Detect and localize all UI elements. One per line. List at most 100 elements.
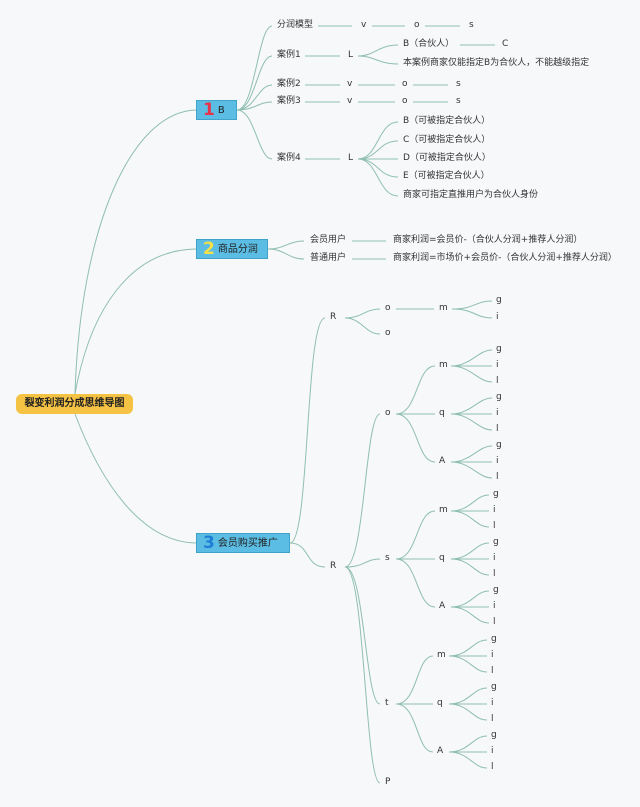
link-r2-sub-leaf	[448, 655, 488, 673]
link-case1-B	[357, 44, 399, 57]
member-user-label[interactable]: 会员用户	[310, 235, 347, 245]
r2-leaf: i	[496, 408, 499, 418]
case4-item: 商家可指定直推用户为合伙人身份	[403, 190, 539, 200]
case4-item: B（可被指定合伙人）	[403, 116, 491, 126]
branch-3-number: 3	[203, 533, 215, 553]
link-b3-r2	[289, 542, 326, 568]
r1-g-leaf: g	[496, 295, 502, 305]
r2-sub-node: q	[439, 408, 445, 418]
r1-i-leaf: i	[496, 312, 499, 322]
case4-label[interactable]: 案例4	[277, 153, 301, 163]
case3-label[interactable]: 案例3	[277, 96, 301, 106]
link-r2-sub-leaf	[450, 606, 490, 624]
r2-leaf: i	[493, 601, 496, 611]
r2-node[interactable]: R	[330, 561, 337, 571]
link-r2-sub-leaf	[450, 494, 490, 512]
link-r1-o2	[344, 317, 381, 335]
r2-sub-node: A	[439, 601, 446, 611]
link-r2-sub-leaf	[450, 349, 493, 367]
r2-sub-node: A	[439, 456, 446, 466]
r2-leaf: i	[491, 746, 494, 756]
link-r2-group-sub	[395, 558, 436, 608]
r2-leaf: l	[493, 569, 496, 579]
link-b2-normal	[267, 248, 305, 260]
r2-leaf: g	[493, 489, 499, 499]
r1-o2-node: o	[385, 328, 391, 338]
link-case4-2	[357, 140, 399, 160]
case1-B: B（合伙人）	[403, 39, 455, 49]
normal-user-label[interactable]: 普通用户	[310, 253, 347, 263]
r2-sub-node: m	[439, 360, 448, 370]
r2-sub-node: q	[439, 553, 445, 563]
model-s: s	[469, 20, 474, 30]
link-r2-sub-leaf	[450, 461, 493, 479]
link-r2-sub-leaf	[450, 590, 490, 608]
r2-leaf: l	[496, 472, 499, 482]
case4-L: L	[348, 153, 354, 163]
r2-leaf: g	[496, 344, 502, 354]
link-r2-sub-leaf	[450, 542, 490, 560]
r1-o-node: o	[385, 303, 391, 313]
link-r2-p	[344, 566, 381, 784]
r1-node[interactable]: R	[330, 312, 337, 322]
link-root-b2	[74, 248, 197, 395]
r2-leaf: i	[493, 553, 496, 563]
r2-leaf: g	[491, 682, 497, 692]
link-r2-sub-leaf	[450, 397, 493, 415]
case1-label[interactable]: 案例1	[277, 50, 301, 60]
root-node[interactable]: 裂变利润分成思维导图	[16, 394, 133, 414]
r2-leaf: g	[491, 634, 497, 644]
link-r2-group-sub	[395, 703, 434, 753]
member-user-formula: 商家利润=会员价-（合伙人分润+推荐人分润）	[393, 235, 583, 245]
r2-leaf: i	[496, 360, 499, 370]
link-r2-o	[344, 413, 381, 568]
case4-item: C（可被指定合伙人）	[403, 135, 491, 145]
link-r1m-i	[451, 308, 493, 319]
link-case4-5	[357, 158, 399, 197]
link-root-b1	[74, 109, 197, 395]
link-r2-sub-leaf	[450, 445, 493, 463]
link-r2-t	[344, 566, 381, 705]
link-case1-note	[357, 55, 399, 65]
branch-3-label: 会员购买推广	[217, 538, 278, 549]
link-r2-sub-leaf	[448, 703, 488, 721]
link-b1-case4	[236, 109, 273, 160]
link-case4-1	[357, 121, 399, 160]
r2-group-node: o	[385, 408, 391, 418]
r2-leaf: l	[496, 424, 499, 434]
r2-sub-node: q	[437, 698, 443, 708]
case3-v: v	[347, 96, 353, 106]
r2-leaf: l	[496, 376, 499, 386]
link-r2-sub-leaf	[450, 558, 490, 576]
case1-C: C	[502, 39, 509, 49]
r2-leaf: i	[491, 650, 494, 660]
r2-leaf: g	[491, 730, 497, 740]
link-b1-case3	[236, 101, 273, 111]
r2-leaf: l	[491, 714, 494, 724]
r2-leaf: l	[493, 521, 496, 531]
r2-leaf: i	[493, 505, 496, 515]
link-b1-model	[236, 25, 273, 111]
normal-user-formula: 商家利润=市场价+会员价-（合伙人分润+推荐人分润）	[393, 253, 617, 263]
link-r2-sub-leaf	[448, 639, 488, 657]
link-r2-group-sub	[395, 413, 436, 463]
case2-o: o	[402, 79, 408, 89]
link-r2-sub-leaf	[448, 687, 488, 705]
link-root-b3	[74, 413, 197, 544]
link-r2-group-sub	[395, 365, 436, 415]
r2-leaf: i	[496, 456, 499, 466]
branch-2-number: 2	[203, 239, 215, 259]
case1-L: L	[348, 50, 354, 60]
r2-leaf: g	[493, 537, 499, 547]
case2-s: s	[456, 79, 461, 89]
link-case4-4	[357, 158, 399, 178]
case4-item: D（可被指定合伙人）	[403, 153, 491, 163]
case2-label[interactable]: 案例2	[277, 79, 301, 89]
r2-group-node: t	[385, 698, 389, 708]
model-label[interactable]: 分润模型	[277, 20, 314, 30]
link-b1-case1	[236, 55, 273, 111]
branch-2-label: 商品分润	[217, 244, 258, 255]
